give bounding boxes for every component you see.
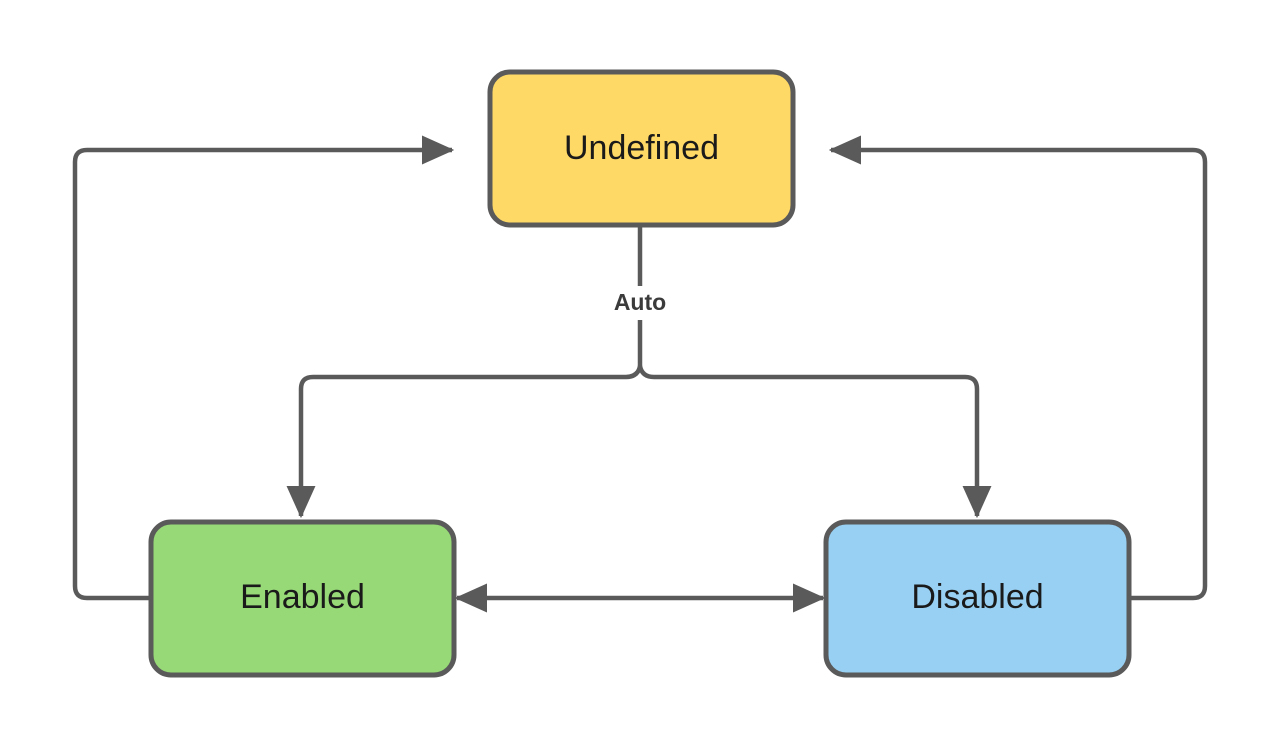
- edge-layer: [72, 135, 1208, 613]
- edge-label-auto: Auto: [614, 289, 666, 315]
- edge-auto-to-enabled-path: [286, 365, 643, 519]
- edge-auto-to-enabled[interactable]: [286, 365, 643, 519]
- state-node-disabled[interactable]: Disabled: [823, 519, 1132, 678]
- state-node-enabled-shape[interactable]: [148, 519, 457, 678]
- edge-disabled-to-undefined[interactable]: [828, 135, 1208, 601]
- state-node-disabled-shape[interactable]: [823, 519, 1132, 678]
- edge-enabled-to-undefined[interactable]: [72, 135, 455, 601]
- state-node-enabled[interactable]: Enabled: [148, 519, 457, 678]
- edge-auto-to-enabled-hitarea[interactable]: [301, 366, 640, 518]
- edge-auto-to-disabled-path: [637, 365, 992, 519]
- state-node-undefined-shape[interactable]: [487, 69, 796, 228]
- state-node-undefined[interactable]: Undefined: [487, 69, 796, 228]
- edge-disabled-to-undefined-path: [828, 135, 1208, 601]
- auto-label-backdrop: [596, 286, 684, 320]
- edge-auto-to-disabled-hitarea[interactable]: [640, 366, 977, 518]
- edge-auto-to-disabled[interactable]: [637, 365, 992, 519]
- edge-label-layer: Auto: [596, 286, 684, 320]
- edge-enabled-to-undefined-path: [72, 135, 455, 601]
